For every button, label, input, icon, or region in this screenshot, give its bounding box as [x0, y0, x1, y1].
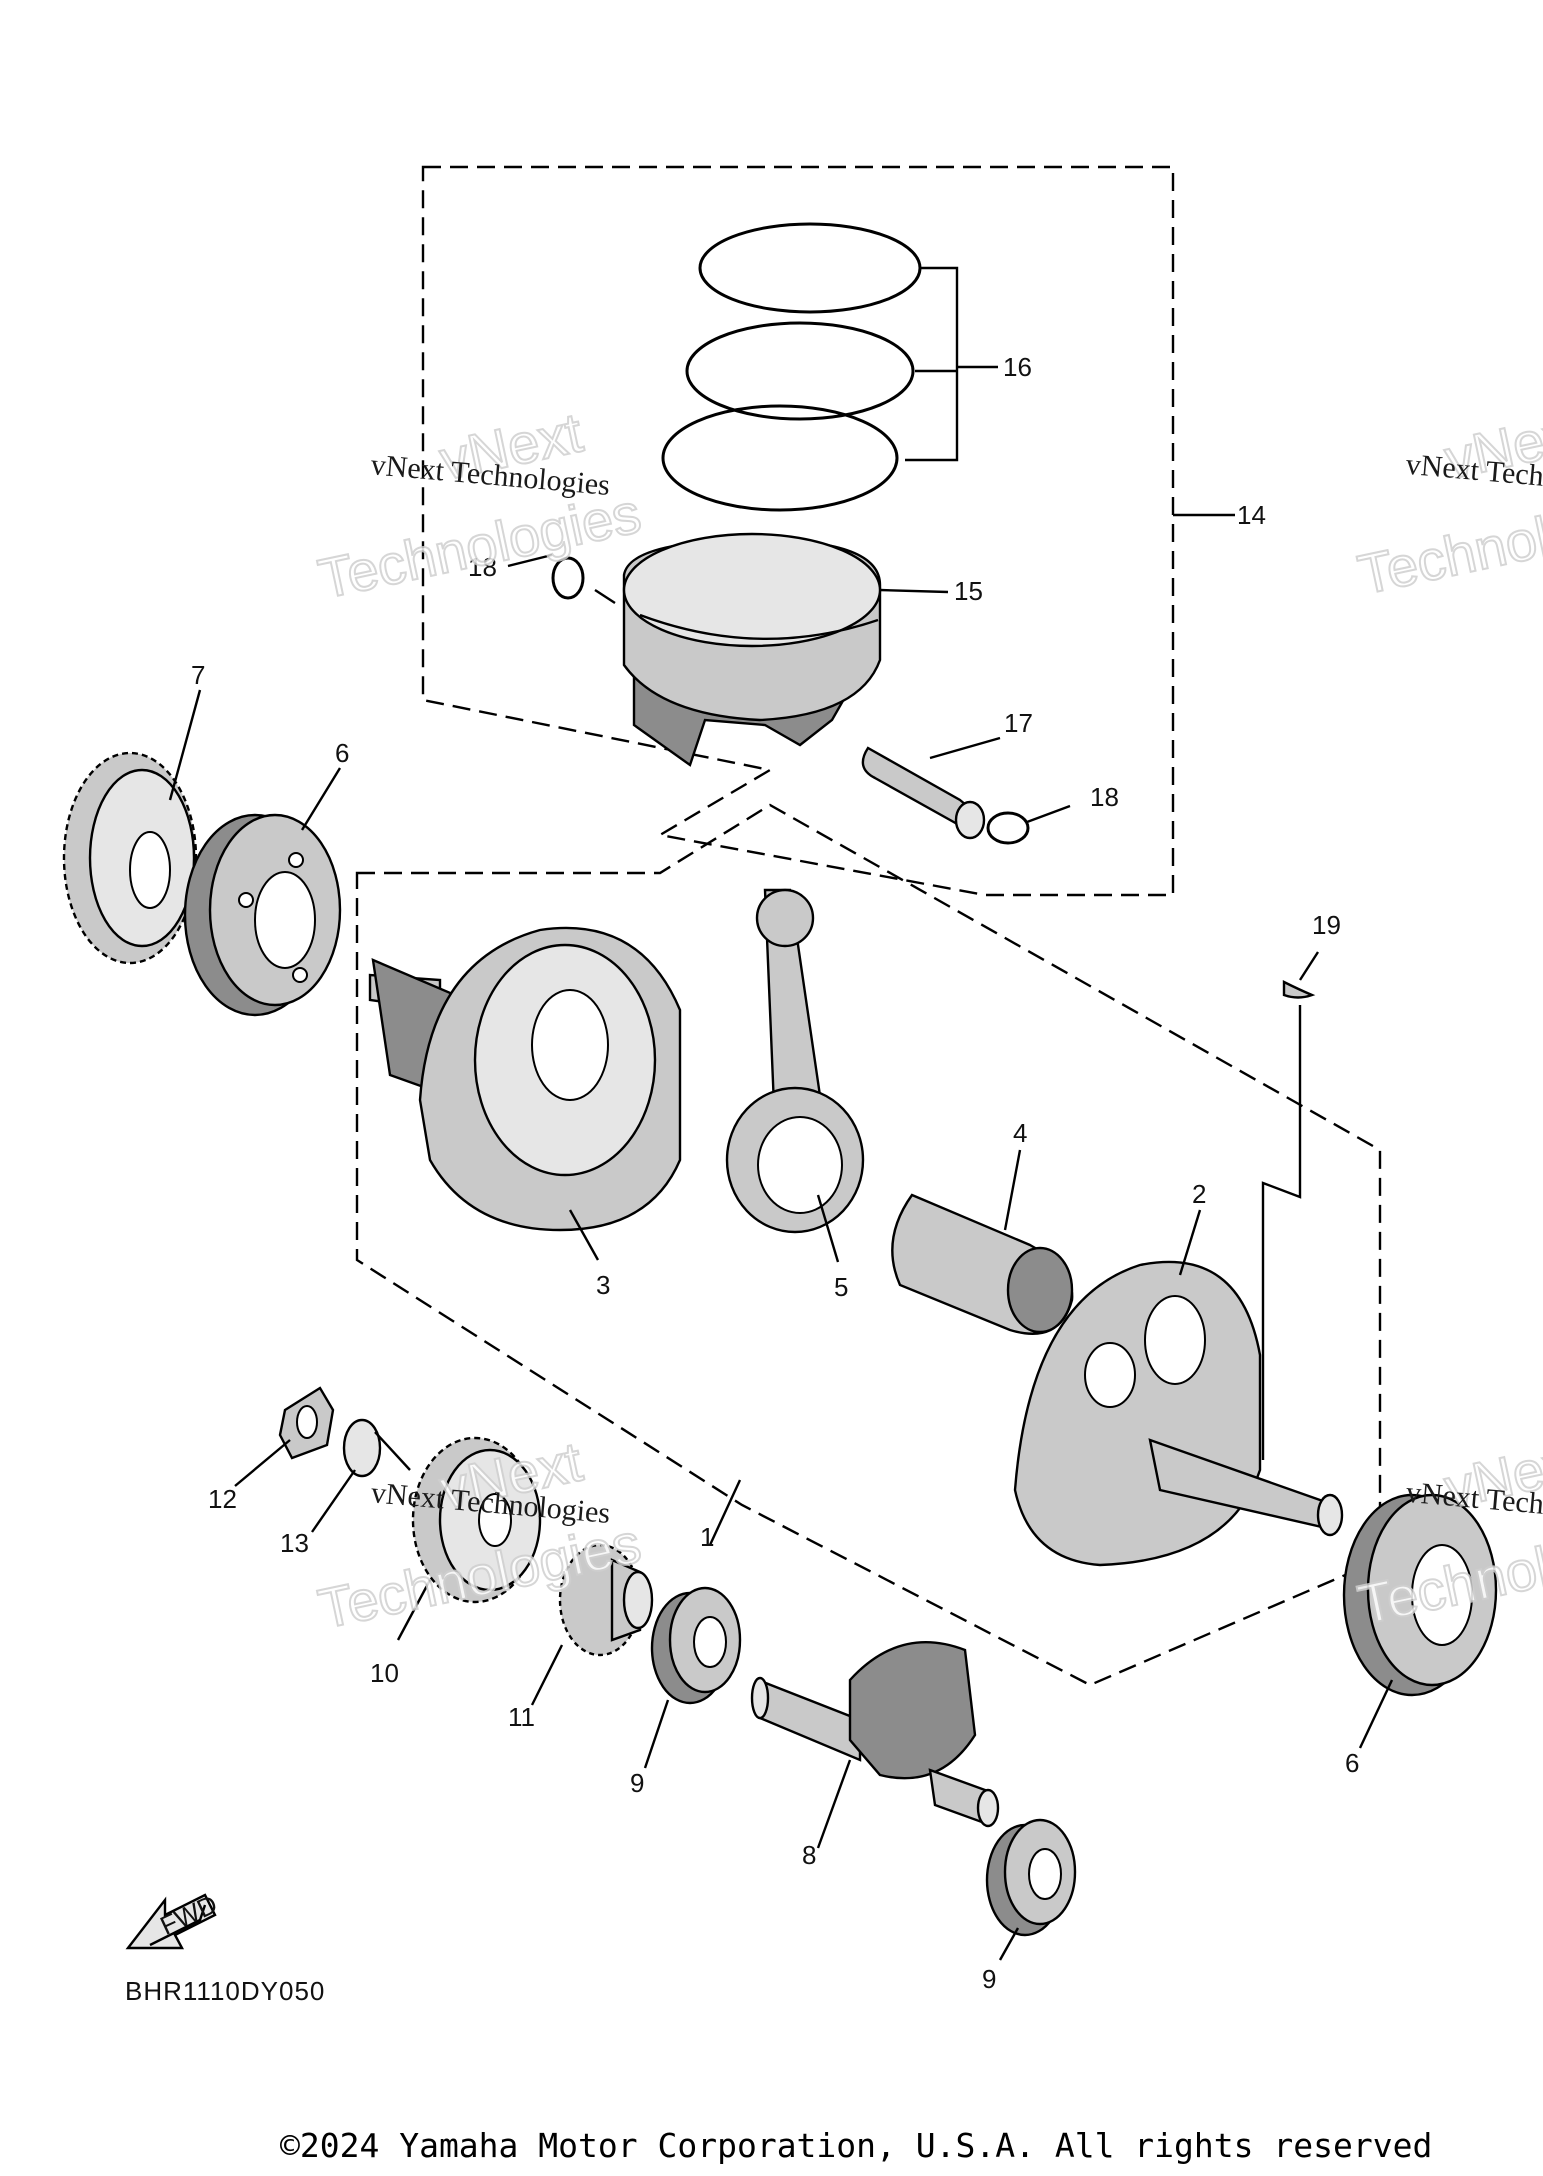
- svg-text:Technologies: Technologies: [1353, 477, 1543, 607]
- bearing-9-lower: [985, 1818, 1077, 1937]
- callout-10: 10: [370, 1658, 399, 1688]
- crank-pin: [891, 1193, 1074, 1335]
- woodruff-key: [1282, 980, 1316, 999]
- callout-3: 3: [596, 1270, 610, 1300]
- callout-12: 12: [208, 1484, 237, 1514]
- callout-17: 17: [1004, 708, 1033, 738]
- fwd-label: FWD: [155, 1889, 221, 1941]
- crank-half-3: [368, 926, 682, 1232]
- bearing-left: [183, 813, 342, 1017]
- crank-half-2: [1013, 1260, 1344, 1567]
- callout-9-lower: 9: [982, 1964, 996, 1994]
- piston-assembly-group-outline: [421, 165, 1175, 897]
- piston-pin: [861, 746, 986, 840]
- balancer-driven-gear: [411, 1436, 542, 1604]
- fwd-arrow-icon: [125, 1893, 217, 1950]
- callout-19: 19: [1312, 910, 1341, 940]
- callout-5: 5: [834, 1272, 848, 1302]
- callout-8: 8: [802, 1840, 816, 1870]
- callout-4: 4: [1013, 1118, 1027, 1148]
- lock-washer: [342, 1418, 411, 1478]
- callout-6-right: 6: [1345, 1748, 1359, 1778]
- connecting-rod: [725, 888, 865, 1234]
- circlip-upper: [551, 556, 585, 600]
- callout-6-left: 6: [335, 738, 349, 768]
- balancer-shaft: [750, 1641, 1000, 1828]
- callout-1: 1: [700, 1522, 714, 1552]
- piston-ring-set: [661, 222, 922, 512]
- callout-16: 16: [1003, 352, 1032, 382]
- callout-2: 2: [1192, 1179, 1206, 1209]
- callout-18-upper: 18: [468, 552, 497, 582]
- callout-13: 13: [280, 1528, 309, 1558]
- callout-11: 11: [508, 1702, 535, 1732]
- balancer-drive-gear: [558, 1543, 654, 1657]
- piston: [622, 532, 882, 767]
- part-code: BHR1110DY050: [125, 1976, 325, 2006]
- bearing-right: [1342, 1493, 1498, 1697]
- copyright-notice: ©2024 Yamaha Motor Corporation, U.S.A. A…: [280, 2126, 1433, 2165]
- callout-14: 14: [1237, 500, 1266, 530]
- callout-9-upper: 9: [630, 1768, 644, 1798]
- callout-15: 15: [954, 576, 983, 606]
- callout-7: 7: [191, 660, 205, 690]
- drive-gear: [62, 751, 198, 965]
- watermark-upper-right: vNext Technologies vNext Technologies: [1352, 398, 1543, 607]
- nut: [278, 1386, 335, 1460]
- circlip-lower: [986, 811, 1030, 845]
- bearing-9-upper: [650, 1586, 742, 1705]
- callout-18-lower: 18: [1090, 782, 1119, 812]
